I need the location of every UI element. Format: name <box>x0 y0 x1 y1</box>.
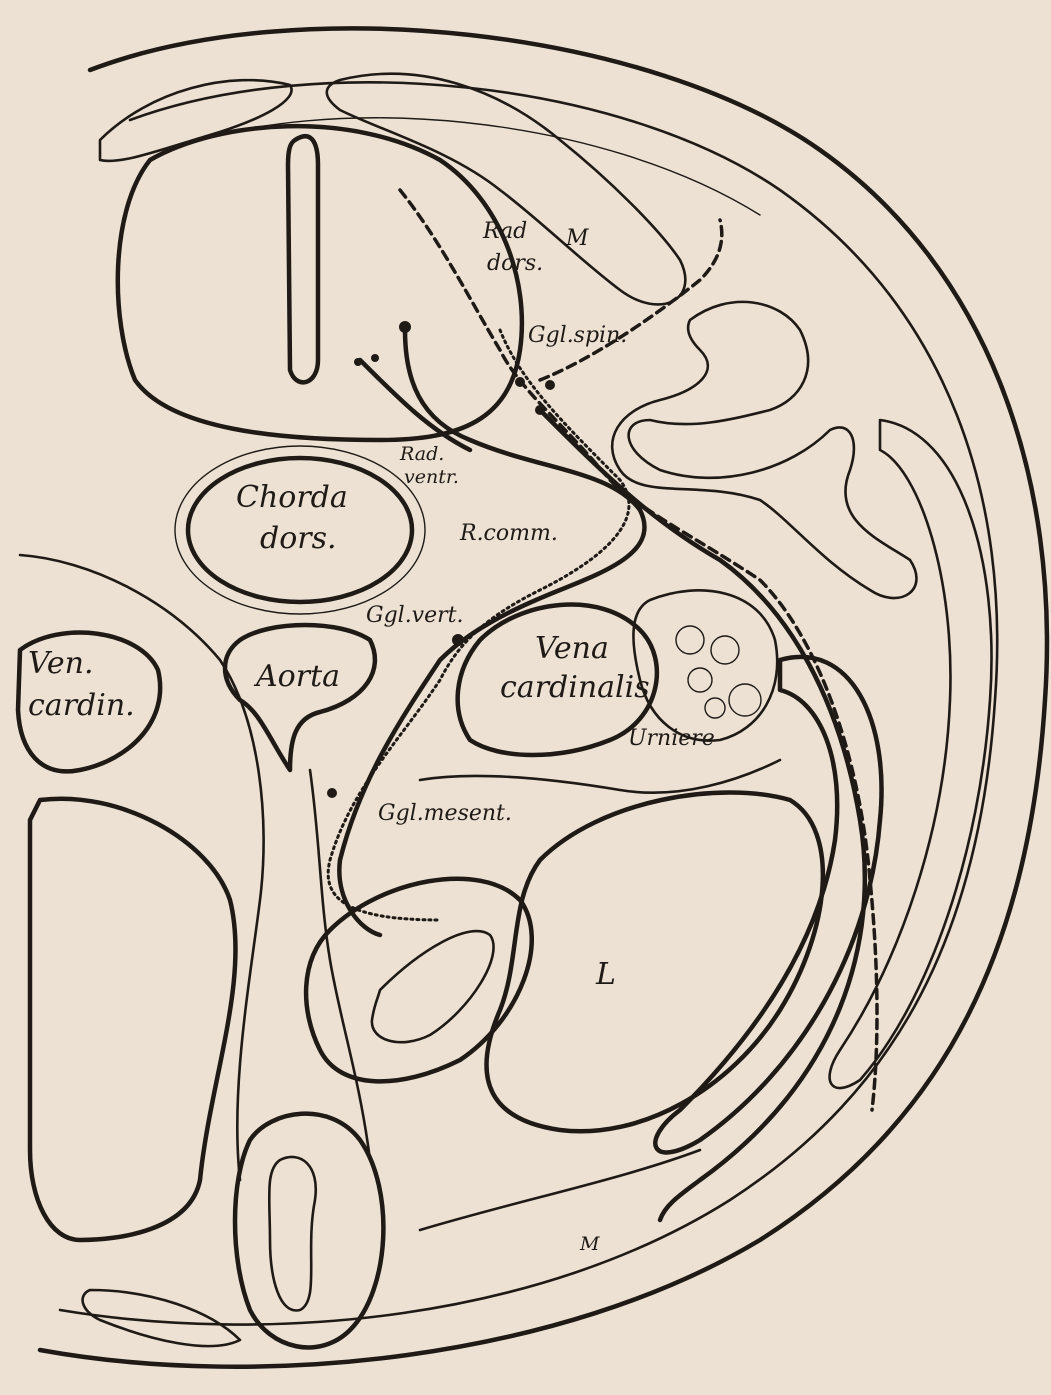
label-rad-dors: dors. <box>487 251 543 276</box>
ventral-wall <box>420 1150 700 1230</box>
nerve-cell-dot <box>354 358 362 366</box>
label-vena: cardinalis <box>500 670 650 705</box>
label-ven-cardin: Ven. <box>28 646 94 681</box>
urniere-tubule <box>688 668 712 692</box>
myotome-right <box>612 302 916 598</box>
label-ggl-mesent: Ggl.mesent. <box>378 801 512 826</box>
intestine-lower <box>235 1114 383 1348</box>
label-rad-dors: Rad <box>482 219 527 244</box>
label-aorta: Aorta <box>253 659 340 694</box>
lateral-nerve <box>540 410 865 1220</box>
ganglion-mesenteric-dot <box>327 788 337 798</box>
label-rad-ventr: Rad. <box>399 443 444 465</box>
intestine-lower-lumen <box>269 1157 316 1311</box>
mesentery-vena <box>420 760 780 793</box>
mesentery-right <box>310 770 370 1160</box>
urniere-tubule <box>705 698 725 718</box>
label-r-comm: R.comm. <box>459 521 558 546</box>
nerve-cell-dot <box>371 354 379 362</box>
intestine-middle <box>306 879 532 1082</box>
label-ggl-spin: Ggl.spin. <box>528 323 627 348</box>
label-liver: L <box>595 957 616 992</box>
label-chorda: Chorda <box>236 480 348 515</box>
label-muscle-m-bottom: M <box>579 1233 600 1255</box>
label-vena: Vena <box>535 631 609 666</box>
ganglion-spinal-dot <box>515 377 525 387</box>
coelom-left <box>30 799 236 1240</box>
urniere-tubule <box>676 626 704 654</box>
label-chorda: dors. <box>260 521 337 556</box>
nerve-cell-dot <box>399 321 411 333</box>
central-canal <box>288 136 318 382</box>
label-ven-cardin: cardin. <box>28 688 135 723</box>
ventral-muscle <box>83 1290 240 1346</box>
dorsal-muscle-top-left <box>100 80 292 161</box>
label-muscle-m-top: M <box>565 226 589 251</box>
ganglion-vertebral-dot <box>452 634 464 646</box>
label-ggl-vert: Ggl.vert. <box>366 603 464 628</box>
ganglion-spinal-dot <box>545 380 555 390</box>
liver <box>487 793 823 1132</box>
intestine-middle-lumen <box>372 931 494 1042</box>
label-urniere: Urniere <box>628 726 715 751</box>
lateral-muscle-band <box>830 420 992 1088</box>
ganglion-spinal-dot <box>535 405 545 415</box>
label-rad-ventr: ventr. <box>404 466 459 488</box>
urniere-tubule <box>729 684 761 716</box>
urniere-tubule <box>711 636 739 664</box>
aorta <box>225 625 375 770</box>
